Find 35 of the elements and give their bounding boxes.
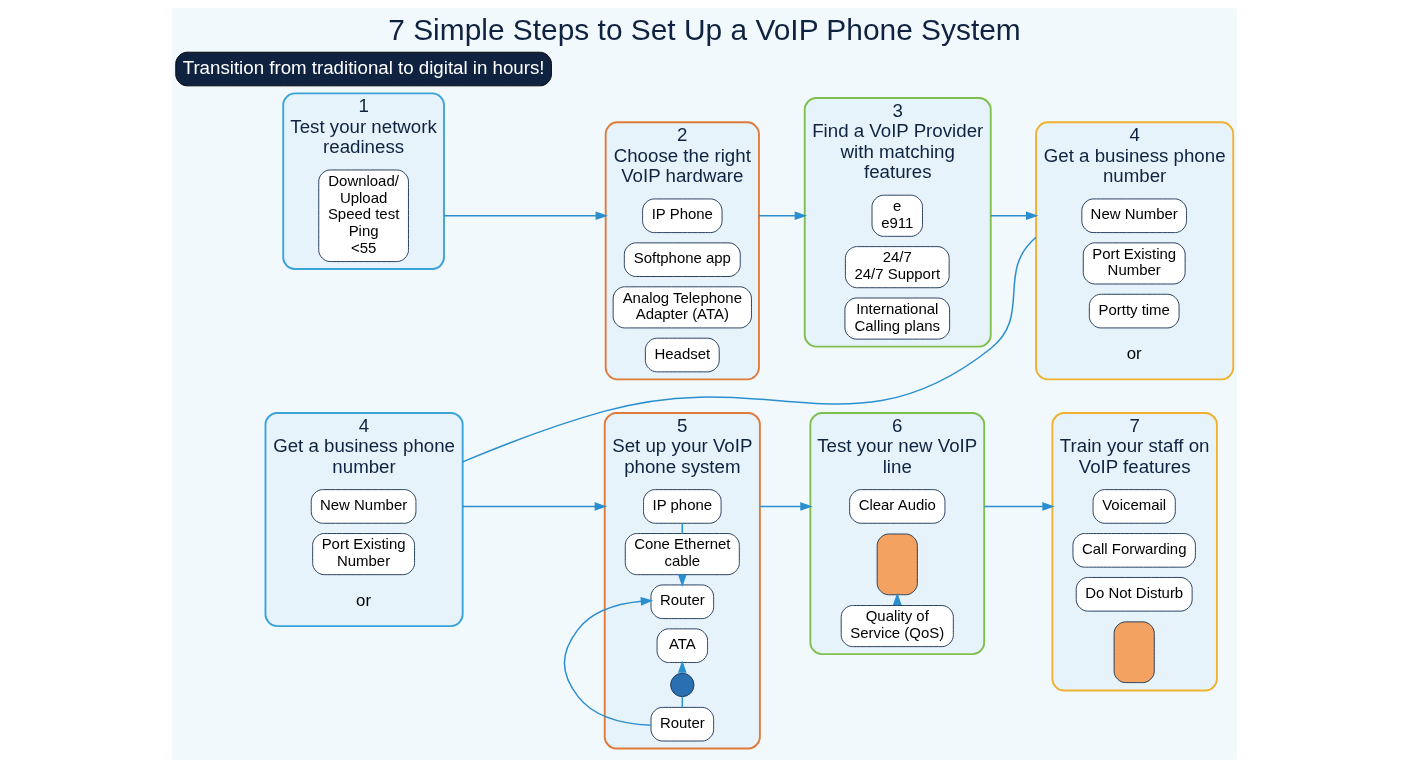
- node-box: Port Existing Number: [311, 533, 415, 576]
- node-box: 24/7 24/7 Support: [844, 246, 950, 289]
- node-box: New Number: [1080, 198, 1187, 234]
- label: or: [1126, 344, 1142, 364]
- node-box: Headset: [644, 337, 720, 373]
- node-box: Clear Audio: [848, 489, 945, 524]
- arrow: [757, 211, 807, 221]
- node-box: Do Not Disturb: [1075, 577, 1193, 612]
- node-box: Softphone app: [623, 242, 741, 277]
- node-box: Router: [650, 584, 714, 620]
- node-person: [1113, 621, 1155, 684]
- node-box: Voicemail: [1092, 489, 1176, 524]
- node-box: New Number: [310, 489, 416, 524]
- node-box: Download/ Upload Speed test Ping <55: [317, 169, 409, 263]
- node-box: Router: [650, 706, 714, 742]
- arrow: [758, 502, 813, 511]
- node-box: Port Existing Number: [1082, 242, 1186, 285]
- arrow: [461, 502, 607, 511]
- node-box: IP Phone: [641, 198, 722, 234]
- caption: Transition from traditional to digital in hours!: [182, 56, 544, 78]
- node-box: International Calling plans: [843, 297, 950, 340]
- arrow: [989, 211, 1038, 221]
- node-box: ATA: [656, 628, 708, 663]
- node-box: Portty time: [1088, 293, 1179, 329]
- connector: [461, 236, 1037, 463]
- node-person: [876, 533, 918, 596]
- node-box: Analog Telephone Adapter (ATA): [612, 286, 752, 329]
- node-box: IP phone: [642, 489, 722, 524]
- arrow: [982, 502, 1055, 511]
- label: or: [355, 590, 371, 610]
- node-box: e e911: [871, 194, 923, 237]
- diagram-title: 7 Simple Steps to Set Up a VoIP Phone System: [387, 12, 1021, 46]
- node-box: Call Forwarding: [1072, 533, 1196, 568]
- arrow: [563, 597, 653, 727]
- arrow: [442, 211, 608, 221]
